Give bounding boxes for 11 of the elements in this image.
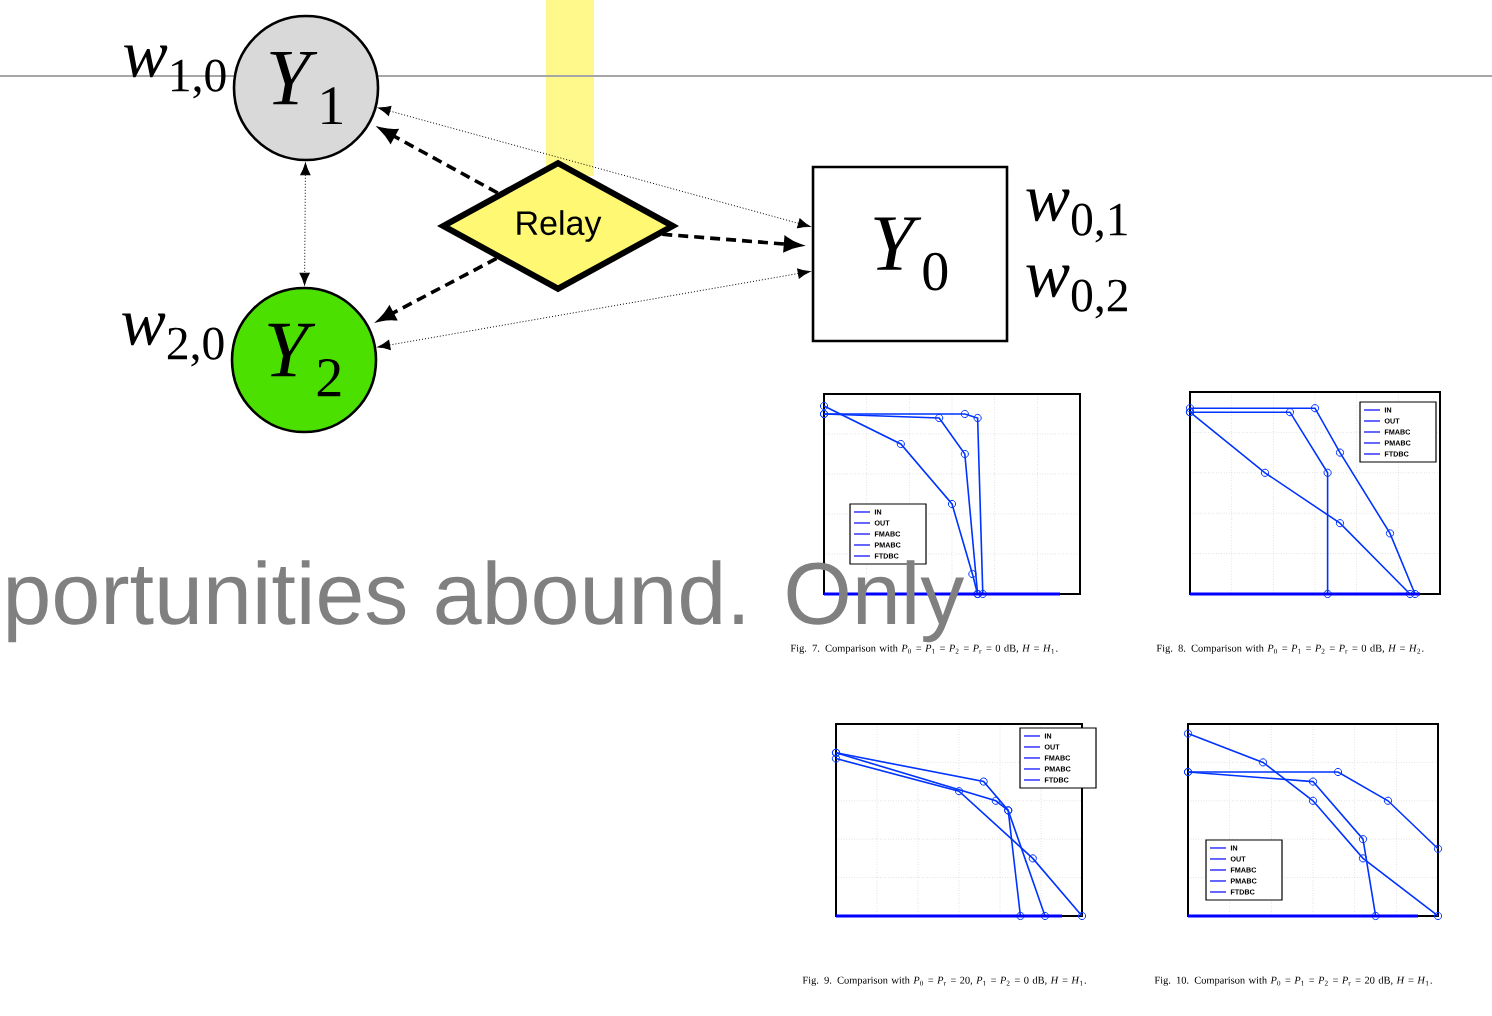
weight-label: w$_{0,2}$: [1026, 265, 1127, 319]
weight-label: w$_{2,0}$: [122, 313, 224, 367]
arrow: [662, 232, 801, 252]
weight-label: w$_{1,0}$: [124, 45, 226, 99]
arrow: [378, 256, 498, 322]
node-box: Y$_{0}$: [811, 165, 1009, 343]
weight-label: w$_{0,1}$: [1026, 189, 1127, 243]
arrow: [299, 162, 311, 286]
arrow: [379, 127, 499, 195]
arrow: [377, 268, 811, 351]
arrow: [378, 106, 811, 229]
